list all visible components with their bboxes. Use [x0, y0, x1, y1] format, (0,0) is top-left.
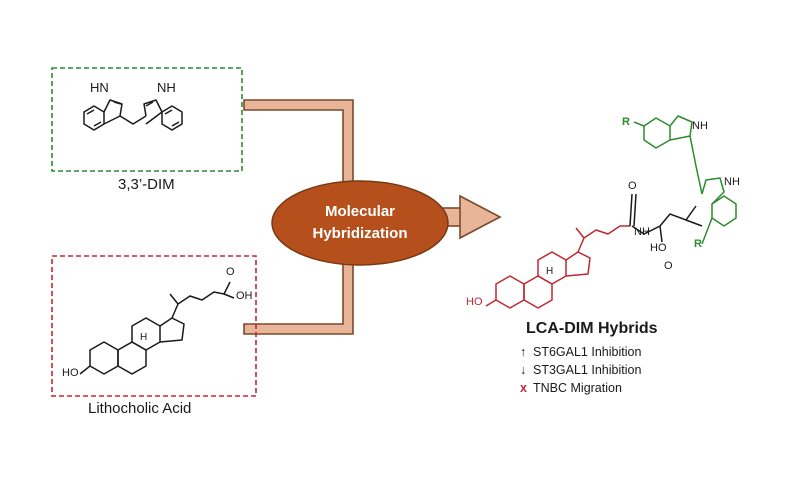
effect-marker: ↑ [520, 345, 527, 359]
lca-structure [79, 281, 235, 375]
dim-label-nh-right: NH [157, 80, 176, 95]
effect-item: ↓ ST3GAL1 Inhibition [520, 363, 641, 377]
hybrid-label-acid: HO [650, 242, 667, 254]
dim-panel-box [51, 67, 243, 172]
hub-line-2: Hybridization [312, 225, 408, 242]
effect-text: ST6GAL1 Inhibition [533, 345, 642, 359]
hybrid-label-o: O [628, 180, 637, 192]
lca-label-h: H [140, 332, 148, 343]
effect-text: TNBC Migration [533, 381, 622, 395]
lca-label-cooh: OH [236, 290, 253, 302]
hub-label: Molecular Hybridization [268, 180, 452, 266]
hybridization-hub [271, 180, 449, 266]
hybrid-label-r1: R [622, 116, 630, 128]
hybrid-indoles [633, 115, 737, 245]
effect-marker: ↓ [520, 363, 527, 377]
arrow-head [459, 194, 502, 240]
hybrid-steroid [485, 225, 630, 309]
effect-item: ↑ ST6GAL1 Inhibition [520, 345, 641, 359]
hybrid-label-ho: HO [466, 296, 483, 308]
hybrid-label-acid-o: O [664, 260, 673, 272]
effect-item: x TNBC Migration [520, 381, 622, 395]
lca-panel-box [51, 255, 257, 397]
effect-text: ST3GAL1 Inhibition [533, 363, 642, 377]
hybrid-amide [629, 193, 703, 243]
effect-marker: x [520, 381, 527, 395]
dim-label-hn-left: HN [90, 80, 109, 95]
hybrid-label-indole-nh1: NH [692, 120, 708, 132]
lca-label-o: O [226, 266, 235, 278]
hybrid-label-r2: R [694, 238, 702, 250]
hybrid-label-nh: NH [634, 226, 650, 238]
hybrid-title: LCA-DIM Hybrids [526, 320, 658, 337]
hybrid-label-indole-nh2: NH [724, 176, 740, 188]
hybrid-label-h: H [546, 266, 554, 277]
dim-structure [83, 99, 183, 131]
dim-caption: 3,3’-DIM [118, 176, 175, 193]
lca-label-oh: HO [62, 367, 79, 379]
lca-caption: Lithocholic Acid [88, 400, 192, 417]
hub-line-1: Molecular [324, 203, 396, 220]
